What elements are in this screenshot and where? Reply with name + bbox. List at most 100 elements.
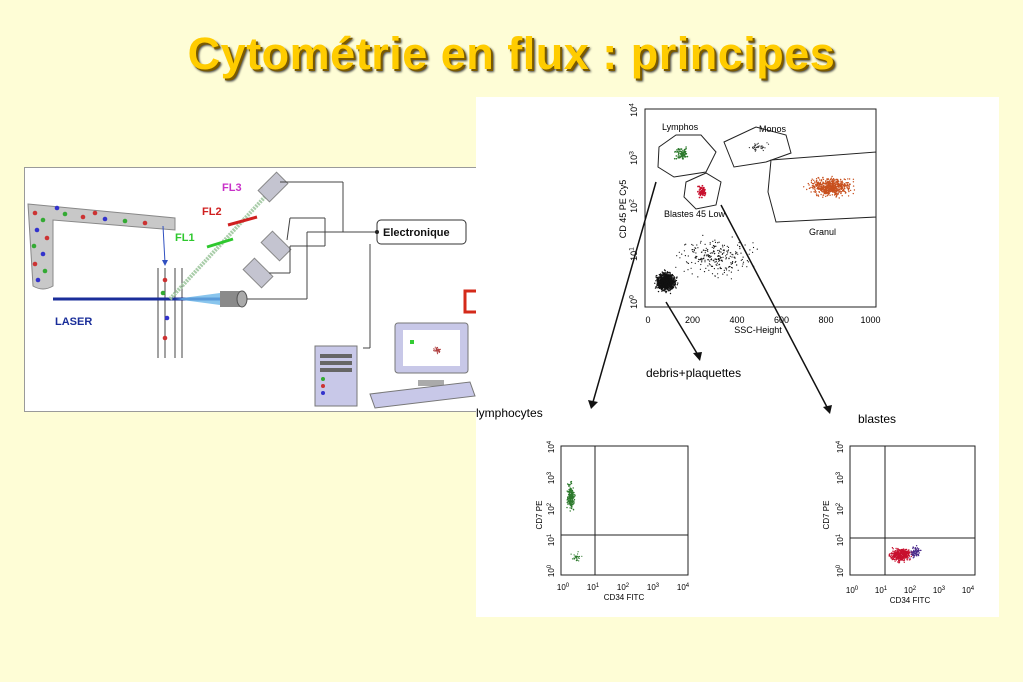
lymph-dot [571, 497, 573, 499]
background-dot [752, 242, 754, 244]
blast-y-label: CD7 PE [822, 501, 831, 530]
debris-dot [665, 290, 667, 293]
background-dot [709, 255, 711, 257]
debris-dot [658, 285, 660, 287]
blast-dot [916, 547, 919, 549]
background-dot [691, 273, 693, 275]
blast-dot [918, 548, 920, 550]
lymph-scatter [566, 480, 583, 562]
background-dot [733, 256, 735, 258]
debris-dot [658, 273, 661, 276]
blast-dot [894, 550, 897, 552]
debris-dot [669, 292, 672, 295]
background-dot [719, 251, 721, 253]
debris-dot [654, 287, 657, 289]
lymph-dot [573, 493, 575, 496]
granul-dot [836, 181, 838, 184]
background-dot [721, 244, 724, 246]
blastes-arrow-label: blastes [858, 412, 896, 426]
granul-dot [826, 190, 828, 192]
lymph-dot [572, 500, 574, 502]
blast-dot [918, 552, 921, 554]
blast-dot [701, 188, 704, 191]
granul-dot [842, 184, 845, 187]
y-tick: 100 [547, 564, 556, 577]
lymph-dot [569, 497, 571, 499]
main-x-label: SSC-Height [734, 325, 782, 335]
granul-dot [813, 191, 815, 193]
y-tick: 104 [628, 103, 639, 117]
granul-dot [814, 188, 816, 190]
debris-dot [677, 282, 679, 284]
granul-dot [844, 192, 847, 194]
debris-dot [659, 280, 661, 283]
background-dot [731, 236, 733, 238]
background-dot [708, 263, 710, 265]
background-dot [730, 262, 732, 264]
background-dot [728, 270, 730, 272]
blast-dot [902, 548, 905, 550]
granul-dot [810, 186, 812, 189]
background-dot [727, 246, 730, 248]
blast-dot [903, 561, 905, 563]
blast-dot [899, 555, 901, 557]
debris-dot [660, 279, 662, 281]
blast-dot [912, 547, 914, 549]
granul-dot [830, 189, 832, 191]
background-dot [711, 273, 714, 275]
debris-dot [659, 282, 661, 285]
background-dot [722, 256, 724, 258]
lymph-dot [568, 502, 571, 505]
background-dot [717, 258, 719, 260]
tick-label: 200 [685, 315, 700, 325]
lymph-dot [682, 150, 684, 152]
background-dot [740, 259, 742, 261]
debris-dot [673, 280, 675, 283]
background-dot [729, 255, 731, 257]
blast-plot-frame [849, 445, 976, 576]
background-dot [693, 248, 695, 251]
blast-dot [703, 192, 705, 194]
background-dot [723, 244, 725, 246]
blast-dot [903, 550, 905, 552]
blast-dot [905, 557, 907, 559]
background-dot [690, 267, 692, 269]
debris-dot [661, 279, 663, 282]
granul-dot [806, 188, 808, 191]
tick-label: 103 [836, 471, 845, 484]
background-dot [730, 271, 732, 273]
lymph-dot [680, 153, 683, 155]
lymph-dot [573, 499, 576, 501]
lymph-dot [683, 153, 686, 156]
debris-dot [674, 282, 676, 285]
granul-dot [829, 189, 831, 191]
granul-dot [840, 184, 843, 186]
background-dot [702, 249, 704, 251]
mono-dot [758, 145, 760, 147]
granul-dot [833, 180, 835, 182]
background-dot [748, 253, 750, 255]
blast-dot [909, 557, 911, 559]
blast-dot [893, 554, 895, 557]
debris-dot [656, 274, 658, 277]
background-dot [707, 259, 709, 261]
granul-dot [820, 188, 823, 191]
tick-label: 101 [836, 533, 845, 546]
background-dot [698, 259, 700, 261]
background-dot [722, 246, 724, 248]
flow-channel [157, 268, 183, 358]
debris-dot [661, 271, 663, 273]
granul-dot [852, 192, 854, 195]
granul-dot [815, 193, 818, 195]
main-plot-frame [644, 108, 877, 308]
background-dot [718, 249, 720, 251]
debris-dot [668, 274, 670, 277]
background-dot [718, 255, 720, 257]
background-dot [707, 250, 709, 252]
background-dot [707, 256, 710, 258]
tick-label: 100 [628, 295, 639, 309]
background-dot [691, 261, 693, 264]
lymph-dot [566, 506, 568, 509]
background-dot [720, 248, 722, 250]
lymph-dot [684, 150, 687, 153]
